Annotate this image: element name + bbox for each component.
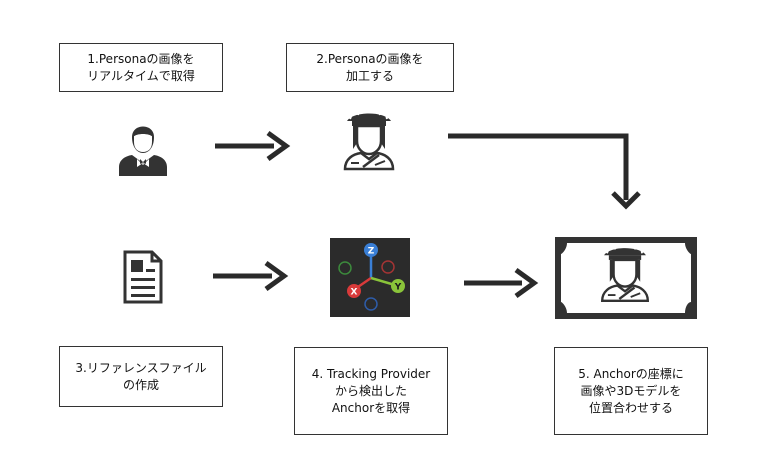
step-2-line-2: 加工する bbox=[345, 68, 394, 83]
step-4-line-2: から検出した bbox=[334, 383, 407, 398]
step-3-box: 3.リファレンスファイル の作成 bbox=[59, 346, 223, 407]
step-4-box: 4. Tracking Provider から検出した Anchorを取得 bbox=[294, 347, 448, 435]
arrow-step2-to-step5 bbox=[448, 133, 641, 210]
step-3-line-2: の作成 bbox=[122, 377, 159, 392]
step-4-line-1: 4. Tracking Provider bbox=[311, 366, 431, 381]
step-2-line-1: 2.Personaの画像を bbox=[316, 51, 424, 66]
step-5-line-2: 画像や3Dモデルを bbox=[580, 383, 682, 398]
step-1-line-1: 1.Personaの画像を bbox=[87, 51, 195, 66]
step-3-line-1: 3.リファレンスファイル bbox=[75, 360, 207, 375]
step-1-line-2: リアルタイムで取得 bbox=[87, 68, 195, 83]
step-1-box: 1.Personaの画像を リアルタイムで取得 bbox=[59, 43, 223, 92]
banknote-bust-icon bbox=[555, 237, 697, 319]
arrow-step4-to-step5 bbox=[464, 267, 539, 299]
roman-helmet-bust-icon bbox=[343, 108, 395, 171]
arrow-step1-to-step2 bbox=[215, 130, 291, 162]
step-4-line-3: Anchorを取得 bbox=[331, 400, 411, 415]
axis-label-x: X bbox=[351, 288, 358, 298]
person-icon bbox=[119, 126, 167, 176]
axis-label-z: Z bbox=[368, 247, 375, 257]
step-2-box: 2.Personaの画像を 加工する bbox=[286, 43, 454, 92]
step-5-line-3: 位置合わせする bbox=[588, 400, 673, 415]
xyz-axis-icon: Z X Y bbox=[330, 238, 410, 317]
axis-label-y: Y bbox=[394, 283, 402, 293]
step-5-box: 5. Anchorの座標に 画像や3Dモデルを 位置合わせする bbox=[554, 347, 708, 435]
arrow-step3-to-step4 bbox=[213, 260, 289, 292]
document-icon bbox=[123, 250, 163, 304]
step-5-line-1: 5. Anchorの座標に bbox=[578, 366, 684, 381]
